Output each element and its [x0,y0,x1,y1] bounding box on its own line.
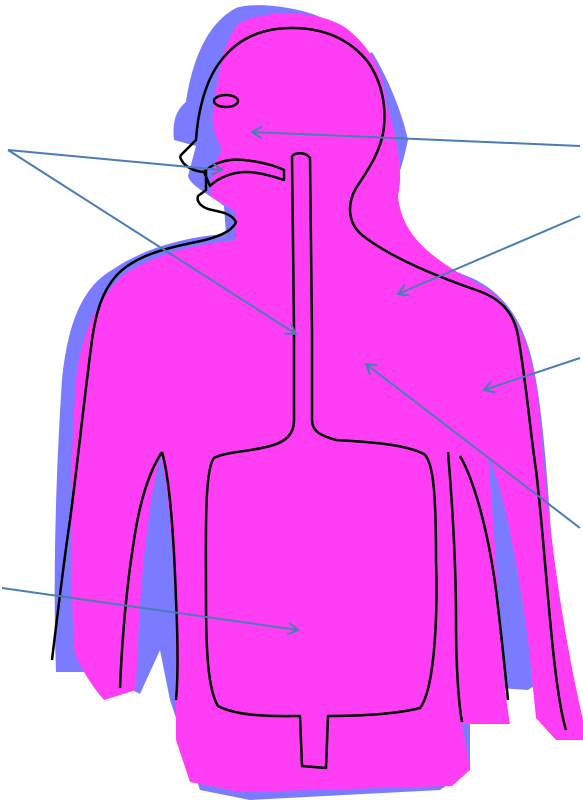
arrow-to-mouth [8,150,222,170]
